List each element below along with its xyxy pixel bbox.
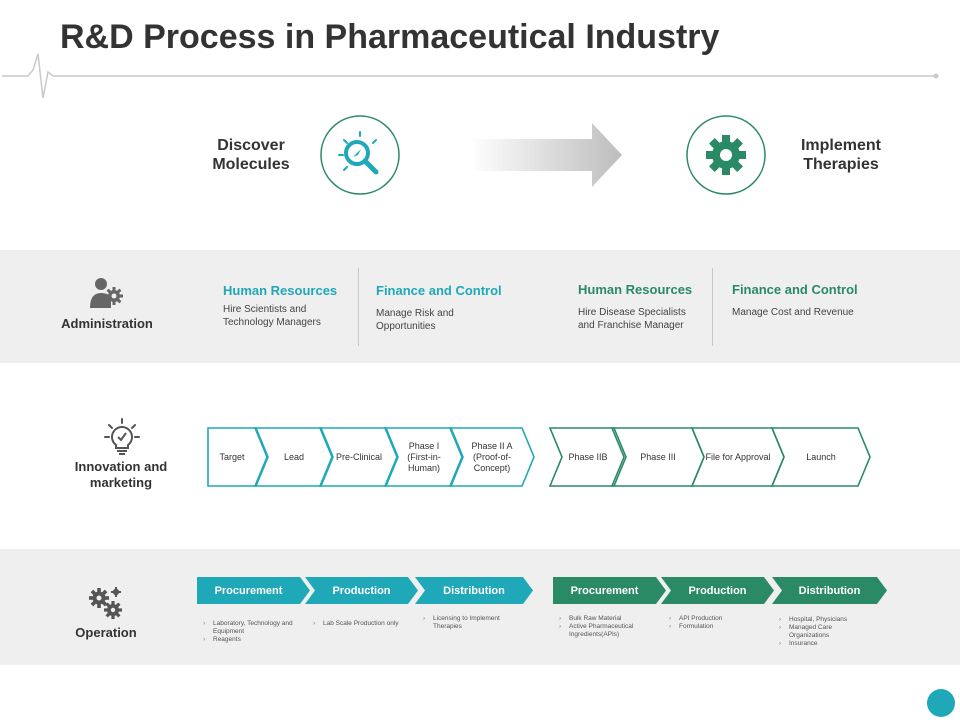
stage-label: Phase III xyxy=(640,451,676,462)
admin-item-text: Manage Cost and Revenue xyxy=(732,307,854,318)
operation-step-item: Active Pharmaceutical Ingredients(APIs) xyxy=(559,623,649,639)
stage-label: Pre-Clinical xyxy=(335,451,382,462)
operation-step-list: Lab Scale Production only xyxy=(313,620,403,628)
admin-item-finance-1: Finance and Control Manage Risk and Oppo… xyxy=(376,283,516,333)
gears-icon xyxy=(89,587,122,619)
operation-step-item: Hospital, Physicians xyxy=(779,616,869,624)
operation-step-label: Production xyxy=(332,584,391,597)
operation-step-item: Licensing to Implement Therapies xyxy=(423,615,513,631)
admin-item-finance-2: Finance and Control Manage Cost and Reve… xyxy=(732,282,872,319)
administration-band xyxy=(0,250,960,363)
operation-step-label: Procurement xyxy=(570,584,639,597)
discover-icon-circle xyxy=(320,115,400,195)
stage-label: File for Approval xyxy=(705,451,771,462)
operation-step-item: Laboratory, Technology and Equipment xyxy=(203,620,293,636)
operation-step-item: Bulk Raw Material xyxy=(559,615,649,623)
admin-item-hr-1: Human Resources Hire Scientists and Tech… xyxy=(223,283,348,329)
operation-step-arrow xyxy=(661,577,774,604)
divider xyxy=(358,268,359,346)
admin-item-heading: Finance and Control xyxy=(376,283,502,298)
operation-step-list: Licensing to Implement Therapies xyxy=(423,615,513,631)
stage-label: Phase IIB xyxy=(568,451,608,462)
operation-step-label: Distribution xyxy=(798,584,861,597)
operation-step-arrow xyxy=(772,577,887,604)
lightbulb-icon xyxy=(104,418,140,455)
stage-chevron xyxy=(448,427,535,487)
operation-step-item: Managed Care Organizations xyxy=(779,624,869,640)
operation-step-label: Distribution xyxy=(443,584,505,597)
operation-step-list: API ProductionFormulation xyxy=(669,615,759,631)
innovation-label: Innovation and marketing xyxy=(74,459,168,490)
corner-dot xyxy=(927,689,955,717)
stage-label: Lead xyxy=(283,451,305,462)
operation-step-arrow xyxy=(553,577,666,604)
admin-item-heading: Finance and Control xyxy=(732,282,858,297)
operation-step-item: Insurance xyxy=(779,640,869,648)
stage-label: Phase I (First-in-Human) xyxy=(407,440,441,473)
operation-step-item: Reagents xyxy=(203,636,293,644)
operation-step-label: Production xyxy=(688,584,747,597)
operation-step-list: Bulk Raw MaterialActive Pharmaceutical I… xyxy=(559,615,649,639)
operation-step-item: Formulation xyxy=(669,623,759,631)
operation-step-item: Lab Scale Production only xyxy=(313,620,403,628)
gear-icon xyxy=(686,115,766,195)
divider xyxy=(712,268,713,346)
stage-label: Phase II A (Proof-of-Concept) xyxy=(471,440,513,473)
operation-step-list: Hospital, PhysiciansManaged Care Organiz… xyxy=(779,616,869,648)
page-title: R&D Process in Pharmaceutical Industry xyxy=(60,18,720,56)
implement-icon-circle xyxy=(686,115,766,195)
stage-chevron xyxy=(770,427,871,487)
admin-item-text: Manage Risk and Opportunities xyxy=(376,308,454,332)
admin-item-heading: Human Resources xyxy=(578,282,693,297)
operation-step-arrow xyxy=(197,577,310,604)
administration-label: Administration xyxy=(61,316,153,331)
operation-step-arrow xyxy=(415,577,533,604)
operation-step-label: Procurement xyxy=(214,584,283,597)
operation-label: Operation xyxy=(75,625,137,640)
admin-item-heading: Human Resources xyxy=(223,283,338,298)
admin-user-gear-icon xyxy=(90,278,123,308)
operation-step-list: Laboratory, Technology and EquipmentReag… xyxy=(203,620,293,644)
implement-therapies-label: Implement Therapies xyxy=(800,137,881,173)
operation-step-item: API Production xyxy=(669,615,759,623)
stage-label: Target xyxy=(219,451,245,462)
magnifier-molecule-icon xyxy=(320,115,400,195)
admin-item-text: Hire Scientists and Technology Managers xyxy=(223,304,321,328)
flow-arrow xyxy=(470,123,622,187)
heartbeat-line xyxy=(2,53,939,99)
operation-step-arrow xyxy=(305,577,418,604)
discover-molecules-label: Discover Molecules xyxy=(212,137,290,173)
admin-item-text: Hire Disease Specialists and Franchise M… xyxy=(578,307,686,331)
admin-item-hr-2: Human Resources Hire Disease Specialists… xyxy=(578,282,703,332)
stage-label: Launch xyxy=(806,451,836,462)
